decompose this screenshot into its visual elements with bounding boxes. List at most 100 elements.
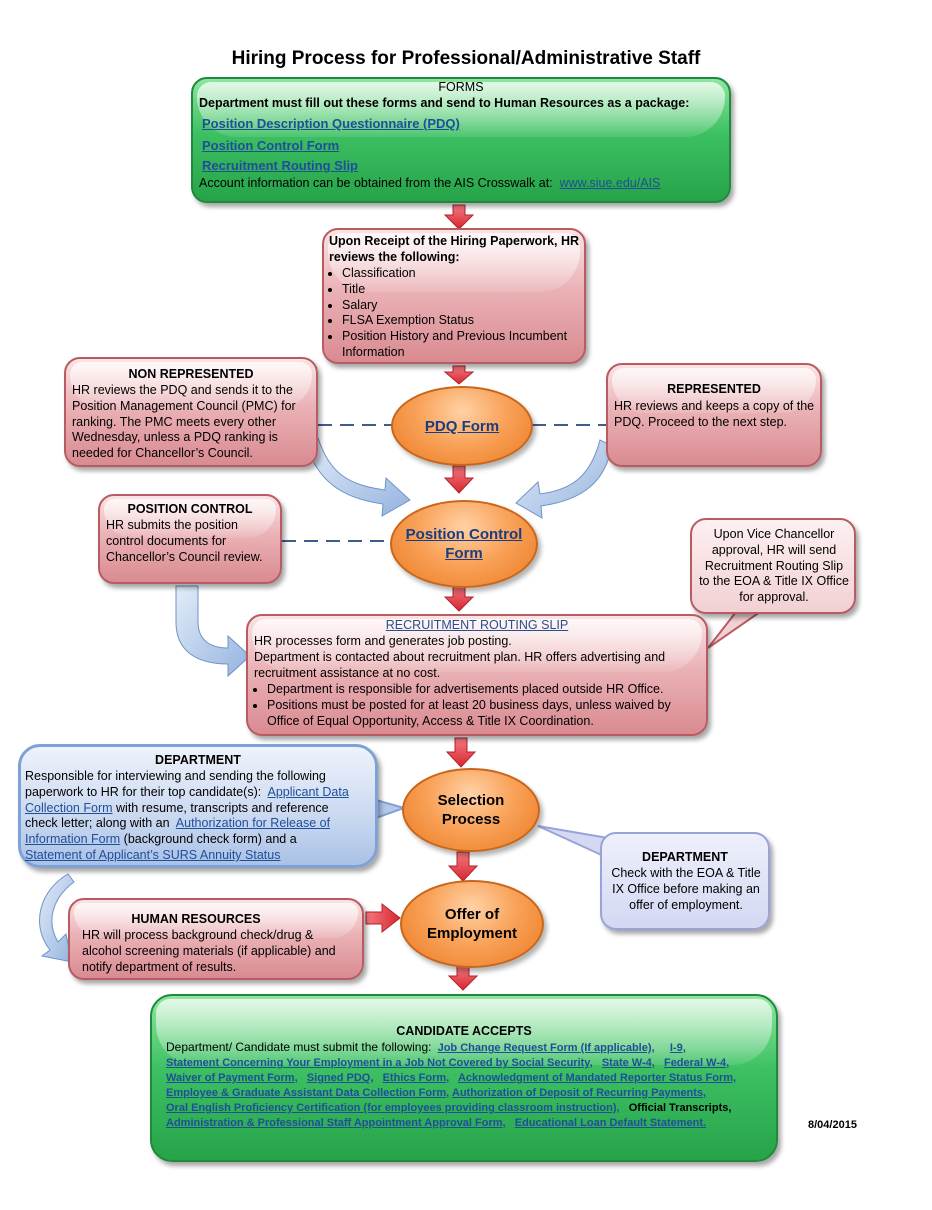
represented-box: REPRESENTED HR reviews and keeps a copy … bbox=[606, 363, 822, 467]
receipt-item: Classification bbox=[342, 266, 581, 282]
link-employee-ga-data-collection[interactable]: Employee & Graduate Assistant Data Colle… bbox=[166, 1087, 450, 1099]
non-represented-heading: NON REPRESENTED bbox=[128, 367, 254, 381]
vice-chancellor-text: Upon Vice Chancellor approval, HR will s… bbox=[699, 527, 849, 605]
candidate-line-4: Employee & Graduate Assistant Data Colle… bbox=[166, 1086, 772, 1101]
link-surs-annuity-status[interactable]: Statement of Applicant’s SURS Annuity St… bbox=[25, 847, 281, 862]
arrow-hr-to-offer bbox=[365, 902, 401, 934]
selection-process-label: Selection Process bbox=[437, 792, 505, 828]
candidate-line-6: Administration & Professional Staff Appo… bbox=[166, 1116, 772, 1131]
account-text: Account information can be obtained from… bbox=[199, 176, 553, 190]
link-ais-crosswalk[interactable]: www.siue.edu/AIS bbox=[559, 176, 661, 190]
link-signed-pdq[interactable]: Signed PDQ, bbox=[306, 1072, 374, 1084]
link-ethics-form[interactable]: Ethics Form, bbox=[382, 1072, 450, 1084]
forms-intro: Department must fill out these forms and… bbox=[199, 96, 690, 110]
callout-tail-dept-left bbox=[375, 798, 408, 820]
callout-tail-dept-right bbox=[537, 825, 609, 860]
arrow-routing-to-selection bbox=[445, 737, 477, 768]
position-control-box: POSITION CONTROL HR submits the position… bbox=[98, 494, 282, 584]
routing-heading-link[interactable]: RECRUITMENT ROUTING SLIP bbox=[385, 618, 569, 632]
routing-bullet: Department is responsible for advertisem… bbox=[267, 682, 704, 698]
arrow-receipt-to-pdq bbox=[443, 365, 475, 385]
department-left-text: Responsible for interviewing and sending… bbox=[25, 769, 355, 864]
receipt-item: FLSA Exemption Status bbox=[342, 313, 581, 329]
link-position-control-form[interactable]: Position Control Form bbox=[202, 138, 340, 153]
link-mandated-reporter[interactable]: Acknowledgment of Mandated Reporter Stat… bbox=[457, 1072, 737, 1084]
human-resources-text: HR will process background check/drug & … bbox=[82, 928, 336, 974]
link-recruitment-routing-slip[interactable]: Recruitment Routing Slip bbox=[202, 158, 358, 173]
link-i9[interactable]: I-9, bbox=[669, 1042, 686, 1054]
official-transcripts: Official Transcripts, bbox=[628, 1102, 732, 1114]
link-social-security-statement[interactable]: Statement Concerning Your Employment in … bbox=[166, 1057, 593, 1069]
link-pdq[interactable]: Position Description Questionnaire (PDQ) bbox=[202, 116, 460, 131]
position-control-form-link[interactable]: Position Control Form bbox=[405, 526, 523, 562]
non-represented-box: NON REPRESENTED HR reviews the PDQ and s… bbox=[64, 357, 318, 467]
callout-tail-vice bbox=[707, 611, 764, 649]
receipt-item: Title bbox=[342, 282, 581, 298]
candidate-heading: CANDIDATE ACCEPTS bbox=[396, 1024, 532, 1038]
position-control-heading: POSITION CONTROL bbox=[127, 502, 253, 516]
link-appointment-approval[interactable]: Administration & Professional Staff Appo… bbox=[166, 1117, 506, 1129]
department-left-box: DEPARTMENT Responsible for interviewing … bbox=[18, 744, 378, 868]
arrow-selection-to-offer bbox=[447, 851, 479, 882]
curve-arrow-dept-to-hr bbox=[39, 873, 75, 963]
link-job-change-request[interactable]: Job Change Request Form (If applicable), bbox=[437, 1042, 655, 1054]
dept-text-3: (background check form) and a bbox=[123, 832, 297, 847]
department-left-heading: DEPARTMENT bbox=[155, 753, 241, 767]
pdq-form-oval[interactable]: PDQ Form bbox=[391, 386, 533, 466]
link-educational-loan-default[interactable]: Educational Loan Default Statement. bbox=[514, 1117, 707, 1129]
curve-arrow-poscontrol bbox=[175, 585, 251, 678]
link-waiver-of-payment[interactable]: Waiver of Payment Form, bbox=[166, 1072, 298, 1084]
position-control-text: HR submits the position control document… bbox=[106, 518, 263, 564]
candidate-accepts-box: CANDIDATE ACCEPTS Department/ Candidate … bbox=[150, 994, 778, 1162]
recruitment-routing-box: RECRUITMENT ROUTING SLIP HR processes fo… bbox=[246, 614, 708, 736]
receipt-item: Salary bbox=[342, 298, 581, 314]
arrow-forms-to-receipt bbox=[443, 204, 475, 230]
dept-text-1: Responsible for interviewing and sending… bbox=[25, 769, 326, 799]
department-right-text: Check with the EOA & Title IX Office bef… bbox=[611, 866, 761, 912]
represented-heading: REPRESENTED bbox=[667, 382, 761, 396]
dept-text-2: with resume, transcripts and reference c… bbox=[25, 800, 329, 831]
selection-process-oval: Selection Process bbox=[402, 768, 540, 852]
revision-date: 8/04/2015 bbox=[808, 1119, 857, 1131]
candidate-list: Department/ Candidate must submit the fo… bbox=[166, 1040, 772, 1131]
human-resources-heading: HUMAN RESOURCES bbox=[131, 912, 261, 926]
non-represented-text: HR reviews the PDQ and sends it to the P… bbox=[72, 383, 296, 461]
candidate-line-2: Statement Concerning Your Employment in … bbox=[166, 1056, 772, 1071]
forms-heading: FORMS bbox=[438, 80, 484, 94]
offer-of-employment-oval: Offer of Employment bbox=[400, 880, 544, 968]
department-right-box: DEPARTMENT Check with the EOA & Title IX… bbox=[600, 832, 770, 930]
link-applicant-data-collection-form[interactable]: Applicant Data Collection Form bbox=[25, 784, 349, 815]
candidate-line-5: Oral English Proficiency Certification (… bbox=[166, 1101, 772, 1116]
curve-arrow-rep bbox=[515, 439, 613, 519]
routing-line1: HR processes form and generates job post… bbox=[254, 634, 512, 648]
position-control-oval[interactable]: Position Control Form bbox=[390, 500, 538, 588]
arrow-offer-to-candidate bbox=[447, 965, 479, 991]
receipt-heading: Upon Receipt of the Hiring Paperwork, HR… bbox=[329, 234, 580, 264]
human-resources-box: HUMAN RESOURCES HR will process backgrou… bbox=[68, 898, 364, 980]
routing-bullet: Positions must be posted for at least 20… bbox=[267, 698, 704, 730]
receipt-list: Classification Title Salary FLSA Exempti… bbox=[329, 266, 581, 361]
candidate-intro: Department/ Candidate must submit the fo… bbox=[166, 1040, 432, 1054]
link-oral-english-proficiency[interactable]: Oral English Proficiency Certification (… bbox=[166, 1102, 620, 1114]
link-federal-w4[interactable]: Federal W-4, bbox=[663, 1057, 730, 1069]
represented-text: HR reviews and keeps a copy of the PDQ. … bbox=[614, 399, 815, 429]
candidate-line-3: Waiver of Payment Form, Signed PDQ, Ethi… bbox=[166, 1071, 772, 1086]
forms-box: FORMS Department must fill out these for… bbox=[191, 77, 731, 203]
receipt-box: Upon Receipt of the Hiring Paperwork, HR… bbox=[322, 228, 586, 364]
routing-line2: Department is contacted about recruitmen… bbox=[254, 650, 666, 680]
link-state-w4[interactable]: State W-4, bbox=[601, 1057, 655, 1069]
link-authorization-release-form[interactable]: Authorization for Release of Information… bbox=[25, 816, 331, 847]
pdq-form-link[interactable]: PDQ Form bbox=[424, 417, 500, 435]
page-title: Hiring Process for Professional/Administ… bbox=[231, 48, 701, 69]
offer-of-employment-label: Offer of Employment bbox=[426, 906, 517, 942]
receipt-item: Position History and Previous Incumbent … bbox=[342, 329, 581, 361]
arrow-position-control-to-routing bbox=[443, 584, 475, 612]
routing-bullets: Department is responsible for advertisem… bbox=[254, 682, 704, 729]
vice-chancellor-callout: Upon Vice Chancellor approval, HR will s… bbox=[690, 518, 856, 614]
candidate-line-1: Department/ Candidate must submit the fo… bbox=[166, 1040, 772, 1056]
department-right-heading: DEPARTMENT bbox=[642, 850, 728, 864]
curve-arrow-nonrep bbox=[305, 437, 411, 517]
forms-account-text: Account information can be obtained from… bbox=[199, 176, 660, 192]
link-authorization-deposit[interactable]: Authorization of Deposit of Recurring Pa… bbox=[451, 1087, 707, 1099]
